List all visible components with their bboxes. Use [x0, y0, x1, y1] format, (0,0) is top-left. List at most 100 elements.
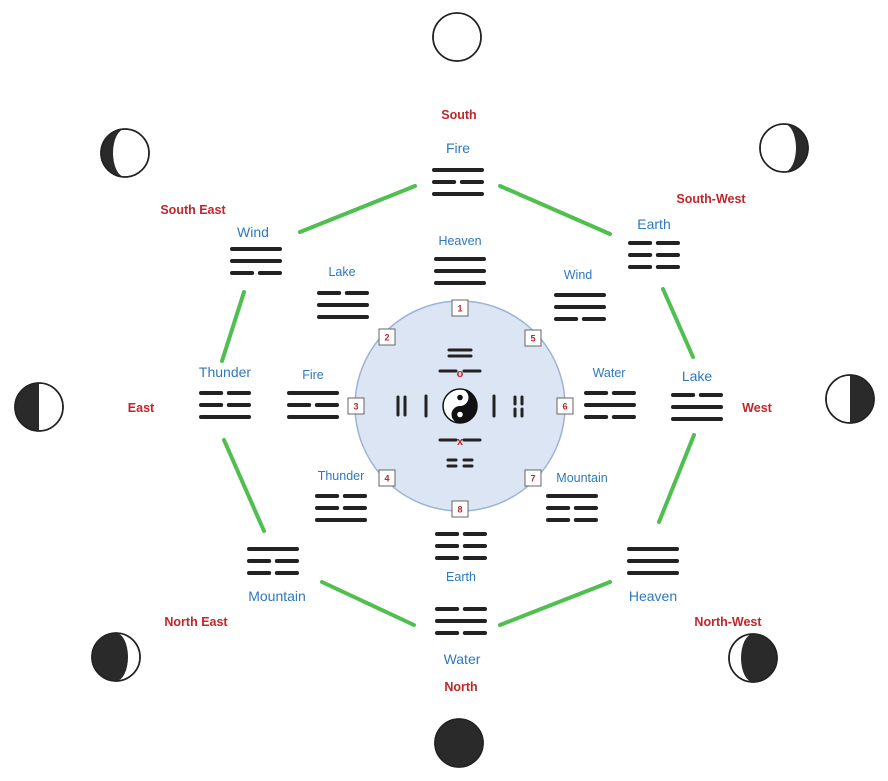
inner-trigram-thunder [315, 494, 367, 522]
waxing-gibbous-icon [100, 128, 150, 178]
last-quarter-icon-shadow [850, 375, 874, 423]
inner-trigram-lake [317, 291, 369, 319]
number-box-2-frame [378, 328, 396, 346]
number-box-1-label: 1 [457, 304, 462, 314]
outer-trigram-mountain [247, 547, 299, 575]
center-bottom-mark: x [457, 436, 464, 448]
full-moon-icon [432, 12, 482, 62]
number-box-5: 5 [524, 329, 542, 347]
direction-east: East [128, 401, 155, 415]
waning-gibbous-icon-rim [759, 123, 809, 173]
direction-north-east: North East [164, 615, 228, 629]
connector-2 [498, 184, 612, 236]
waning-gibbous-icon-shadow [784, 124, 808, 172]
outer-label-earth: Earth [637, 216, 670, 232]
outer-label-heaven: Heaven [629, 588, 677, 604]
yin-yang-icon [442, 388, 478, 424]
number-box-8-frame [451, 500, 469, 518]
waning-crescent-icon-rim [728, 633, 778, 683]
connector-6 [320, 580, 416, 627]
outer-trigram-thunder [199, 391, 251, 419]
number-box-6: 6 [556, 397, 574, 415]
number-box-6-label: 6 [562, 402, 567, 412]
outer-label-wind: Wind [237, 224, 269, 240]
waxing-crescent-icon-rim [91, 632, 141, 682]
center-top-mark: o [457, 368, 464, 380]
number-box-5-frame [524, 329, 542, 347]
number-box-7-label: 7 [530, 474, 535, 484]
inner-trigram-earth [435, 532, 487, 560]
outer-trigram-lake [671, 393, 723, 421]
inner-trigram-wind [554, 293, 606, 321]
number-box-2-label: 2 [384, 333, 389, 343]
inner-label-lake: Lake [328, 265, 355, 279]
outer-trigram-fire [432, 168, 484, 196]
inner-label-water: Water [593, 366, 626, 380]
number-box-3-frame [347, 397, 365, 415]
inner-label-heaven: Heaven [438, 234, 481, 248]
connector-5 [498, 580, 612, 627]
number-box-7-frame [524, 469, 542, 487]
outer-label-fire: Fire [446, 140, 470, 156]
number-box-7: 7 [524, 469, 542, 487]
first-quarter-icon-shadow [15, 383, 39, 431]
number-box-4-label: 4 [384, 474, 389, 484]
number-box-3-label: 3 [353, 402, 358, 412]
inner-trigram-heaven [434, 257, 486, 285]
number-boxes: 1 2 3 4 5 6 7 8 [347, 299, 574, 518]
last-quarter-icon-rim [825, 374, 875, 424]
outer-label-thunder: Thunder [199, 364, 251, 380]
new-moon-icon-shadow [435, 719, 483, 767]
inner-label-wind: Wind [564, 268, 593, 282]
direction-north-west: North-West [694, 615, 762, 629]
inner-trigram-fire [287, 391, 339, 419]
number-box-1: 1 [451, 299, 469, 317]
inner-trigram-water [584, 391, 636, 419]
inner-label-fire: Fire [302, 368, 324, 382]
waxing-crescent-icon [91, 632, 141, 682]
number-box-8: 8 [451, 500, 469, 518]
direction-south-west: South-West [676, 192, 746, 206]
waxing-crescent-icon-shadow [92, 633, 128, 681]
inner-label-thunder: Thunder [318, 469, 365, 483]
direction-west: West [742, 401, 772, 415]
number-box-4-frame [378, 469, 396, 487]
waning-gibbous-icon [759, 123, 809, 173]
number-box-4: 4 [378, 469, 396, 487]
waning-crescent-icon [728, 633, 778, 683]
connector-4 [657, 433, 696, 524]
inner-label-mountain: Mountain [556, 471, 607, 485]
first-quarter-icon-rim [14, 382, 64, 432]
moon-phases [14, 12, 875, 768]
inner-trigram-mountain [546, 494, 598, 522]
outer-trigram-heaven [627, 547, 679, 575]
waxing-gibbous-icon-shadow [101, 129, 125, 177]
center-marks [396, 348, 524, 468]
number-box-1-frame [451, 299, 469, 317]
outer-label-mountain: Mountain [248, 588, 306, 604]
first-quarter-icon [14, 382, 64, 432]
outer-trigram-earth [628, 241, 680, 269]
connector-8 [220, 290, 246, 363]
connector-7 [222, 438, 266, 533]
number-box-8-label: 8 [457, 505, 462, 515]
connector-1 [298, 184, 417, 234]
outer-label-lake: Lake [682, 368, 713, 384]
outer-trigram-wind [230, 247, 282, 275]
last-quarter-icon [825, 374, 875, 424]
outer-label-water: Water [444, 651, 481, 667]
number-box-3: 3 [347, 397, 365, 415]
number-box-5-label: 5 [530, 334, 535, 344]
new-moon-icon [434, 718, 484, 768]
octagon-connectors [220, 184, 696, 627]
trigram-bars [199, 168, 723, 635]
waning-crescent-icon-shadow [741, 634, 777, 682]
connector-3 [661, 287, 695, 359]
direction-south: South [441, 108, 476, 122]
inner-label-earth: Earth [446, 570, 476, 584]
number-box-2: 2 [378, 328, 396, 346]
direction-south-east: South East [160, 203, 226, 217]
full-moon-icon-rim [432, 12, 482, 62]
